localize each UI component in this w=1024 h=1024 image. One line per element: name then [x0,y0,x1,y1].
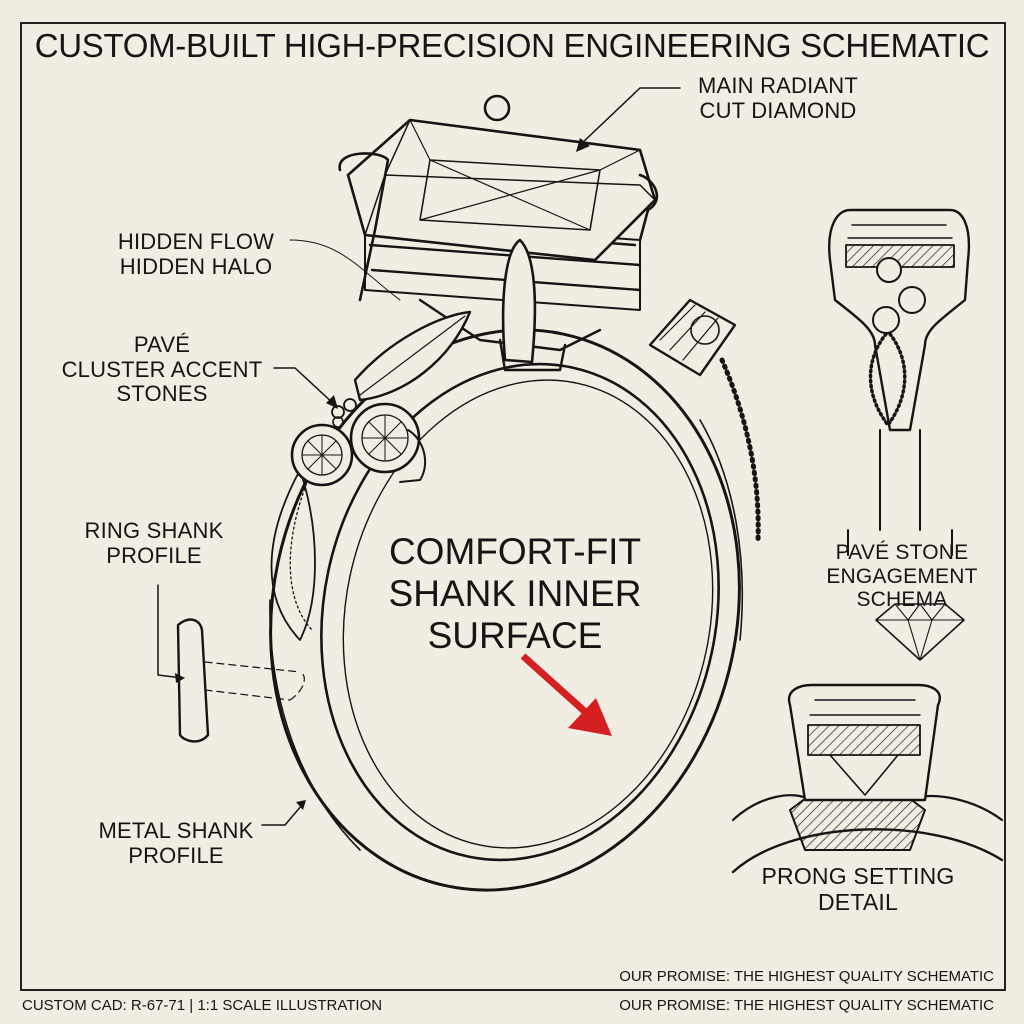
marquise-side-stone [353,310,472,402]
ring-band [269,328,744,892]
leader-arrowheads [175,138,590,810]
footer-cad-reference: CUSTOM CAD: R-67-71 | 1:1 SCALE ILLUSTRA… [22,997,383,1014]
inner-surface-arrow [520,653,612,736]
baguette-side-stone [648,298,737,377]
label-hidden-halo: HIDDEN FLOW HIDDEN HALO [117,229,275,279]
label-prong-detail: PRONG SETTING DETAIL [761,863,955,915]
prongs [338,94,659,364]
pave-bead-loop-left [270,469,316,641]
leader-lines [157,87,681,826]
label-pave-cluster: PAVÉ CLUSTER ACCENT STONES [61,332,263,407]
drawing-frame [20,22,1006,991]
pave-stone-diagram [875,603,965,661]
main-radiant-diamond [346,118,657,262]
schematic-title: CUSTOM-BUILT HIGH-PRECISION ENGINEERING … [34,27,990,64]
side-elevation-view [828,208,971,556]
prong-setting-detail [731,683,1004,874]
label-metal-shank: METAL SHANK PROFILE [98,818,254,868]
label-main-diamond: MAIN RADIANT CUT DIAMOND [697,73,859,123]
footer-promise-upper: OUR PROMISE: THE HIGHEST QUALITY SCHEMAT… [619,968,994,985]
footer-promise-lower: OUR PROMISE: THE HIGHEST QUALITY SCHEMAT… [619,997,994,1014]
pave-bead-row-right [719,357,761,543]
label-pave-engagement: PAVÉ STONE ENGAGEMENT SCHEMA [826,541,978,612]
label-comfort-fit: COMFORT-FIT SHANK INNER SURFACE [388,531,642,656]
shank-profile-section [176,618,305,743]
pave-cluster-stones [290,398,427,487]
label-ring-shank: RING SHANK PROFILE [84,518,224,568]
